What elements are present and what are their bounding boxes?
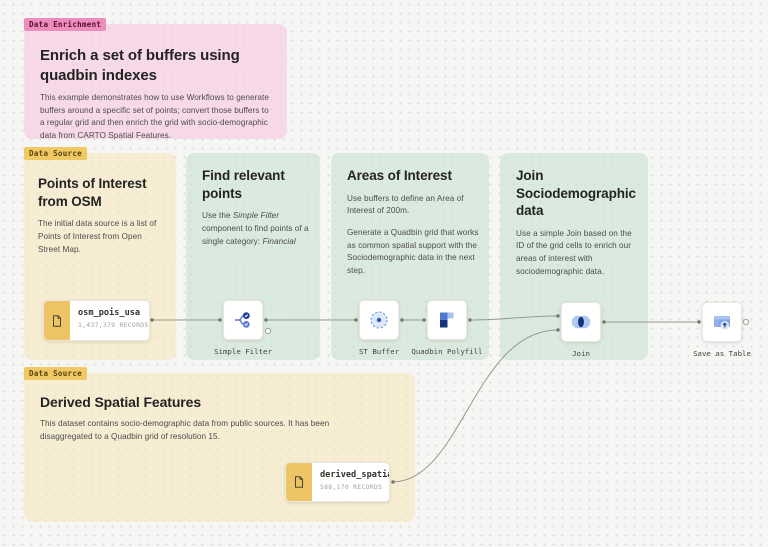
node-label: Join	[572, 349, 590, 358]
annotation-tag-osm-source: Data Source	[24, 147, 87, 160]
annotation-body: Use the Simple Filter component to find …	[202, 211, 309, 246]
annotation-body: Use buffers to define an Area of Interes…	[347, 193, 464, 216]
node-records: 1,437,379 RECORDS	[78, 321, 149, 329]
port[interactable]	[354, 318, 358, 322]
port[interactable]	[264, 318, 268, 322]
annotation-title: Find relevant points	[202, 168, 285, 201]
wire-derived-to-join	[391, 329, 559, 483]
wire-quadbin-to-join	[468, 315, 559, 321]
annotation-body: This dataset contains socio-demographic …	[40, 419, 330, 441]
port[interactable]	[391, 480, 395, 484]
source-icon-cell	[286, 463, 312, 501]
port[interactable]	[400, 318, 404, 322]
annotation-body: Generate a Quadbin grid that works as co…	[347, 227, 479, 276]
annotation-body: The initial data source is a list of Poi…	[38, 219, 157, 254]
annotation-body: This example demonstrates how to use Wor…	[40, 93, 269, 141]
port[interactable]	[697, 320, 701, 324]
st-buffer-icon	[370, 311, 388, 329]
annotation-title: Points of Interest from OSM	[38, 176, 147, 209]
node-label: Quadbin Polyfill	[411, 347, 483, 356]
node-derived-spatialfeatures[interactable]: derived_spatialfe... 588,170 RECORDS	[285, 462, 390, 502]
node-label: Save as Table	[693, 349, 751, 358]
node-simple-filter[interactable]: Simple Filter	[214, 300, 272, 356]
annotation-tag-enrichment: Data Enrichment	[24, 18, 107, 31]
port-open[interactable]	[264, 327, 272, 335]
port[interactable]	[556, 328, 560, 332]
document-icon	[53, 314, 61, 327]
document-icon	[295, 476, 303, 488]
port[interactable]	[150, 318, 154, 322]
annotation-body: Use a simple Join based on the ID of the…	[516, 228, 632, 276]
node-quadbin-polyfill[interactable]: Quadbin Polyfill	[411, 300, 483, 356]
port-open[interactable]	[742, 318, 750, 326]
node-join[interactable]: Join	[561, 302, 601, 358]
node-st-buffer[interactable]: ST Buffer	[359, 300, 399, 356]
port[interactable]	[602, 320, 606, 324]
port[interactable]	[422, 318, 426, 322]
annotation-title: Derived Spatial Features	[40, 394, 201, 410]
port[interactable]	[218, 318, 222, 322]
annotation-title: Join Sociodemographic data	[516, 168, 636, 219]
annotation-title: Areas of Interest	[347, 168, 452, 183]
node-records: 588,170 RECORDS	[320, 483, 383, 491]
quadbin-polyfill-icon	[440, 312, 454, 328]
join-icon	[571, 315, 591, 329]
port[interactable]	[468, 318, 472, 322]
simple-filter-icon	[235, 312, 250, 328]
save-as-table-icon	[714, 316, 730, 330]
source-icon-cell	[44, 301, 70, 340]
node-title: derived_spatialfe...	[320, 470, 389, 480]
port[interactable]	[556, 314, 560, 318]
node-label: Simple Filter	[214, 347, 272, 356]
annotation-data-enrichment[interactable]: Data Enrichment Enrich a set of buffers …	[24, 18, 287, 140]
node-title: osm_pois_usa	[78, 308, 141, 318]
node-label: ST Buffer	[358, 347, 400, 356]
annotation-title: Enrich a set of buffers using quadbin in…	[40, 47, 240, 84]
annotation-tag-derived-source: Data Source	[24, 367, 87, 380]
node-osm-pois-usa[interactable]: osm_pois_usa 1,437,379 RECORDS	[43, 300, 150, 341]
node-save-as-table[interactable]: Save as Table	[693, 302, 751, 358]
